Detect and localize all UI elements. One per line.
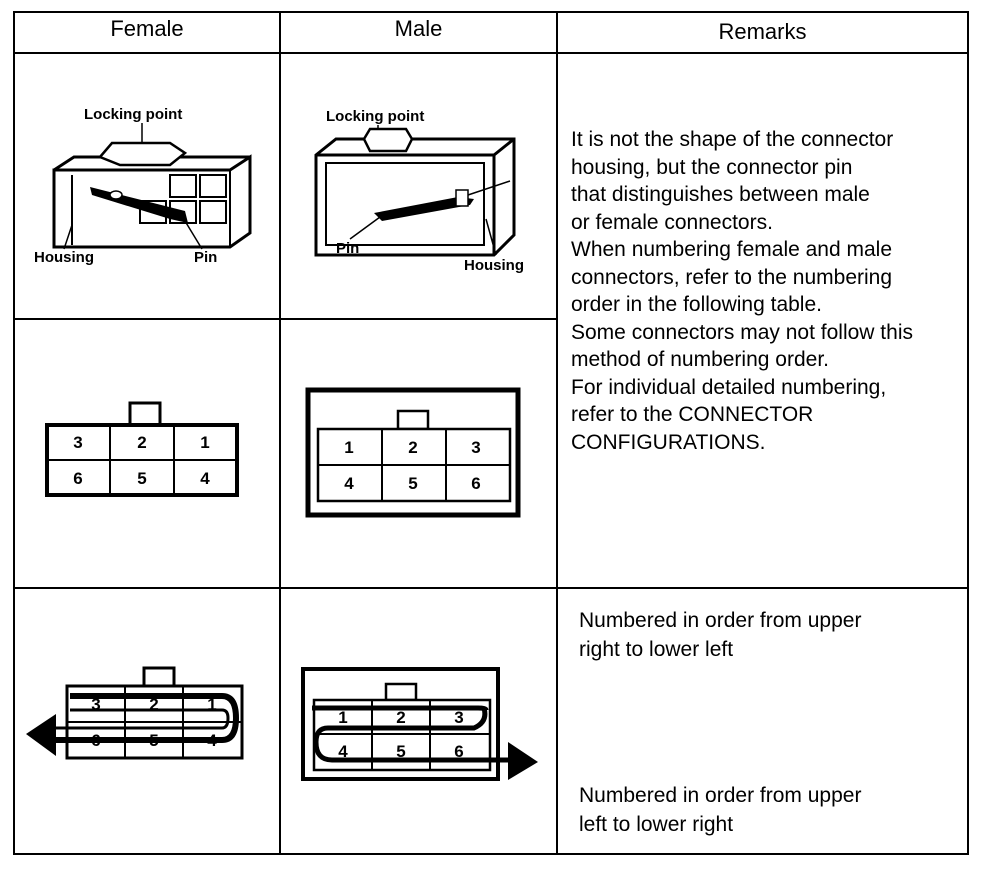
female-cell-5: 5	[137, 469, 146, 488]
male-cell-2: 2	[408, 438, 417, 457]
female-cell-2: 2	[137, 433, 146, 452]
remarks-male-order: Numbered in order from upper left to low…	[579, 781, 861, 839]
remarks-line: Numbered in order from upper	[579, 784, 862, 807]
header-male: Male	[394, 16, 443, 41]
arrow-right-icon	[508, 742, 538, 780]
remarks-line: Some connectors may not follow this	[571, 320, 913, 344]
male-order-cell-3: 3	[454, 708, 463, 727]
remarks-line: method of numbering order.	[571, 348, 829, 371]
table-border-top	[13, 11, 969, 13]
female-order-diagram: 3 2 1 6 5 4	[26, 666, 244, 760]
female-face-diagram: 3 2 1 6 5 4	[45, 401, 239, 497]
remarks-female-order: Numbered in order from upper right to lo…	[579, 606, 861, 664]
male-order-cell-5: 5	[396, 742, 405, 761]
male-cell-4: 4	[344, 474, 354, 493]
female-order-cell-3: 3	[91, 695, 100, 714]
male-face-diagram: 1 2 3 4 5 6	[305, 387, 521, 518]
female-cell-3: 3	[73, 433, 82, 452]
table-border-bottom	[13, 853, 969, 855]
header-remarks: Remarks	[718, 19, 807, 44]
arrow-left-icon	[26, 714, 56, 756]
remarks-line: or female connectors.	[571, 210, 773, 234]
female-pin-label: Pin	[194, 249, 217, 266]
female-locking-point-label: Locking point	[84, 106, 182, 123]
male-order-diagram: 1 2 3 4 5 6	[301, 667, 538, 781]
table-border-left	[13, 11, 15, 855]
column-divider-1	[279, 11, 281, 855]
remarks-line: housing, but the connector pin	[571, 155, 853, 179]
remarks-line: connectors, refer to the numbering	[571, 265, 893, 289]
male-housing-label: Housing	[464, 257, 524, 274]
row-divider-1	[13, 318, 558, 320]
male-cell-5: 5	[408, 474, 417, 493]
male-order-cell-2: 2	[396, 708, 405, 727]
remarks-line: refer to the CONNECTOR	[571, 403, 814, 426]
male-cell-3: 3	[471, 438, 480, 457]
female-connector-drawing: Locking point Housing Pin	[34, 106, 252, 266]
header-female: Female	[110, 16, 184, 41]
remarks-line: that distinguishes between male	[571, 183, 870, 206]
male-order-cell-6: 6	[454, 742, 463, 761]
remarks-line: left to lower right	[579, 813, 734, 836]
header-divider	[13, 52, 969, 54]
column-divider-2	[556, 11, 558, 855]
remarks-line: When numbering female and male	[571, 238, 893, 261]
female-order-cell-1: 1	[207, 695, 216, 714]
male-pin-label: Pin	[336, 240, 359, 257]
female-cell-6: 6	[73, 469, 82, 488]
female-cell-1: 1	[200, 433, 209, 452]
table-border-right	[967, 11, 969, 855]
remarks-line: right to lower left	[579, 638, 734, 661]
male-cell-6: 6	[471, 474, 480, 493]
female-cell-4: 4	[200, 469, 210, 488]
remarks-main-text: It is not the shape of the connector hou…	[571, 126, 913, 456]
remarks-line: Numbered in order from upper	[579, 609, 862, 632]
female-housing-label: Housing	[34, 249, 94, 266]
remarks-line: order in the following table.	[571, 293, 822, 316]
remarks-line: It is not the shape of the connector	[571, 128, 894, 151]
male-order-cell-4: 4	[338, 742, 348, 761]
male-connector-drawing: Locking point Pin Housing	[314, 108, 524, 274]
male-locking-point-label: Locking point	[326, 108, 424, 125]
male-order-cell-1: 1	[338, 708, 347, 727]
row-divider-2	[13, 587, 969, 589]
female-order-cell-2: 2	[149, 695, 158, 714]
male-cell-1: 1	[344, 438, 353, 457]
remarks-line: CONFIGURATIONS.	[571, 430, 766, 454]
remarks-line: For individual detailed numbering,	[571, 375, 887, 399]
